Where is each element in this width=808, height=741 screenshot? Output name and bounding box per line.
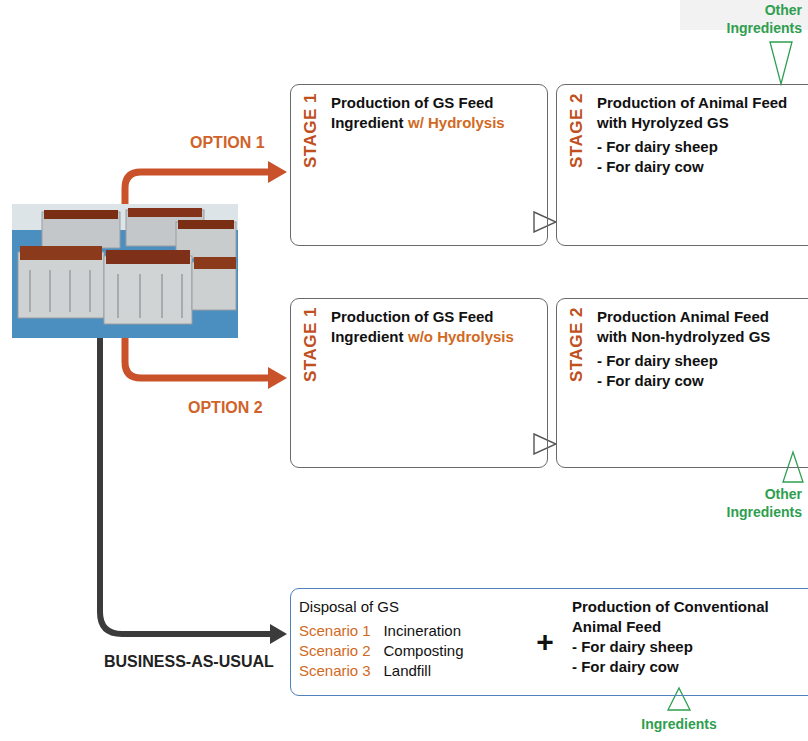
option-arrow [125,172,270,204]
box-text: - For dairy sheep [572,638,693,655]
bin-ribs [30,270,182,318]
flow-arrow [548,443,556,444]
bin-seeds [194,257,236,269]
bin-seeds [178,220,234,229]
bin [192,262,236,310]
box-text: - For dairy cow [597,158,704,175]
stage-label: STAGE 1 [300,93,321,168]
scenario-label: Scenario 3 [299,662,379,681]
plus-sign: + [536,625,554,658]
arrow-head [270,624,287,644]
stage-label: STAGE 1 [300,307,321,382]
bin-seeds [44,210,118,219]
option-arrows [100,161,287,644]
input-label: Other Ingredients [700,486,802,521]
scenario-label: Scenario 2 [299,642,379,661]
input-triangle [783,452,803,482]
process-box: STAGE 1Production of GS Feed Ingredient … [290,298,548,468]
box-text: Disposal of GS [299,598,399,615]
bin-seeds [20,246,102,260]
process-box: STAGE 2 Production of Animal Feed with Hy… [556,84,808,246]
input-label: Ingredients [629,716,729,734]
box-text: Composting [383,642,463,659]
box-text: - For dairy cow [597,372,704,389]
arrow-head [268,367,287,389]
box-text: Production of Conventional Animal Feed [572,598,769,635]
box-text: w/ Hydrolysis [408,114,505,131]
box-text: - For dairy cow [572,658,679,675]
box-text: Landfill [383,662,431,679]
arrow-head [268,161,287,183]
stage-label: STAGE 2 [566,93,587,168]
bin-seeds [128,208,202,217]
input-triangle [668,688,690,710]
grape-seed-photo [12,204,238,338]
option-label: OPTION 2 [188,398,263,418]
option-arrow [125,338,270,378]
scenario-box: Disposal of GSScenario 1 IncinerationSce… [290,588,808,696]
bin-seeds [106,250,190,264]
box-text: Incineration [383,622,461,639]
box-text: - For dairy sheep [597,352,718,369]
scenario-label: Scenario 1 [299,622,379,641]
input-triangle [770,42,792,84]
process-box: STAGE 1Production of GS Feed Ingredient … [290,84,548,246]
photo-floor [12,204,238,338]
box-text: Production Animal Feed with Non-hydrolyz… [597,308,770,345]
bau-arrow [100,338,272,634]
box-text: - For dairy sheep [597,138,718,155]
box-text: Production of Animal Feed with Hyrolyzed… [597,94,787,131]
stage-label: STAGE 2 [566,307,587,382]
input-label: Other Ingredients [700,2,802,37]
box-text: w/o Hydrolysis [408,328,514,345]
path-label: BUSINESS-AS-USUAL [104,652,274,672]
process-box: STAGE 2 Production Animal Feed with Non-h… [556,298,808,468]
flow-arrow [548,221,556,222]
option-label: OPTION 1 [190,133,265,153]
